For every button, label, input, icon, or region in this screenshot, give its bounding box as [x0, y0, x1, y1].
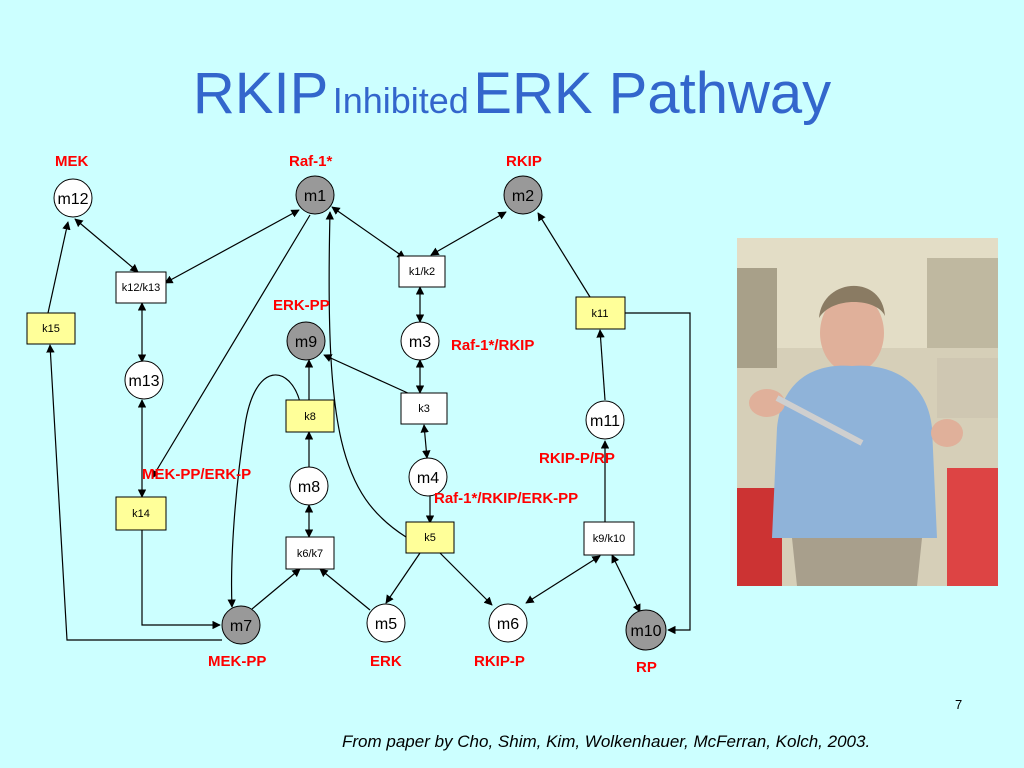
edge-k1k2-m2 — [430, 211, 507, 256]
reaction-k5[interactable]: k5 — [405, 521, 455, 554]
reaction-k8-label: k8 — [304, 411, 316, 423]
node-m5[interactable]: m5 — [366, 603, 406, 643]
node-m6[interactable]: m6 — [488, 603, 528, 643]
node-m6-label: m6 — [497, 616, 519, 633]
edge-k5-m5 — [385, 552, 421, 604]
node-m3[interactable]: m3 — [400, 321, 440, 361]
reaction-k12k13[interactable]: k12/k13 — [115, 271, 167, 304]
node-m12-label: m12 — [57, 191, 88, 208]
edge-k12k13-m12 — [74, 218, 139, 273]
reaction-k14[interactable]: k14 — [115, 496, 167, 531]
title-erk-pathway: ERK Pathway — [473, 61, 832, 126]
reaction-k3[interactable]: k3 — [400, 392, 448, 425]
node-m7[interactable]: m7 — [221, 605, 261, 645]
node-m11-label: m11 — [590, 413, 620, 430]
title-inhibited: Inhibited — [332, 80, 469, 121]
node-m10[interactable]: m10 — [625, 609, 667, 651]
edge-k9k10-m10 — [611, 554, 641, 613]
node-m8[interactable]: m8 — [289, 466, 329, 506]
pathway-edges — [46, 206, 691, 641]
label-erkpp: ERK-PP — [273, 297, 330, 314]
label-mek: MEK — [55, 153, 89, 170]
node-m5-label: m5 — [375, 616, 397, 633]
reaction-k5-label: k5 — [424, 532, 436, 544]
node-m2[interactable]: m2 — [503, 175, 543, 215]
reaction-k14-label: k14 — [132, 508, 150, 520]
reaction-k12k13-label: k12/k13 — [122, 282, 161, 294]
edge-m5-k6k7 — [319, 568, 371, 611]
node-m10-label: m10 — [630, 623, 661, 640]
researcher-photo-illustration — [737, 238, 998, 586]
reaction-k6k7[interactable]: k6/k7 — [285, 536, 335, 570]
edge-k12k13-m1 — [164, 209, 300, 284]
node-m4-label: m4 — [417, 470, 439, 487]
node-m4[interactable]: m4 — [408, 457, 448, 497]
reaction-k1k2[interactable]: k1/k2 — [398, 255, 446, 288]
node-m3-label: m3 — [409, 334, 431, 351]
reaction-k15-label: k15 — [42, 323, 60, 335]
node-m1[interactable]: m1 — [295, 175, 335, 215]
citation: From paper by Cho, Shim, Kim, Wolkenhaue… — [342, 732, 871, 751]
label-rkip: RKIP — [506, 153, 542, 170]
edge-m7-k6k7 — [251, 568, 301, 610]
node-m13-label: m13 — [128, 373, 159, 390]
species-labels: MEK Raf-1* RKIP ERK-PP Raf-1*/RKIP MEK-P… — [55, 153, 657, 676]
slide-title: RKIP Inhibited ERK Pathway — [0, 60, 1024, 127]
node-m7-label: m7 — [230, 618, 252, 635]
node-m2-label: m2 — [512, 188, 534, 205]
title-rkip: RKIP — [192, 61, 329, 126]
reaction-k11[interactable]: k11 — [575, 296, 626, 330]
label-erk: ERK — [370, 653, 402, 670]
edge-k5-m1 — [325, 211, 407, 538]
edge-k3-m4 — [420, 424, 431, 459]
label-raf1rkip: Raf-1*/RKIP — [451, 337, 534, 354]
researcher-photo — [737, 238, 998, 586]
reaction-k1k2-label: k1/k2 — [409, 266, 435, 278]
reaction-k8[interactable]: k8 — [285, 399, 335, 433]
node-m11[interactable]: m11 — [585, 400, 625, 440]
edge-m6-k9k10 — [525, 555, 601, 604]
reaction-k9k10[interactable]: k9/k10 — [583, 521, 635, 556]
edge-k1k2-m1 — [331, 206, 406, 259]
edge-k15-m12 — [47, 221, 71, 314]
edge-k3-m9 — [323, 354, 411, 395]
edge-k11-m10 — [625, 312, 691, 635]
reaction-k3-label: k3 — [418, 403, 430, 415]
reaction-k11-label: k11 — [592, 308, 609, 320]
reaction-k6k7-label: k6/k7 — [297, 548, 323, 560]
node-m1-label: m1 — [304, 188, 326, 205]
label-mekpp: MEK-PP — [208, 653, 266, 670]
edge-m7-k15-m12 — [46, 344, 222, 641]
node-m8-label: m8 — [298, 479, 320, 496]
slide-number: 7 — [955, 697, 963, 712]
reaction-boxes: k1/k2 k3 k5 k6/k7 k8 k9/k10 — [26, 255, 635, 570]
edge-m11-k11 — [596, 329, 606, 401]
edge-k11-m2 — [537, 212, 591, 298]
edge-m1-k13 — [151, 214, 311, 479]
label-rp: RP — [636, 659, 657, 676]
species-nodes: m1 m2 m3 m4 m5 m6 — [53, 175, 667, 651]
edge-k8-m7 — [227, 374, 301, 608]
reaction-k15[interactable]: k15 — [26, 312, 76, 345]
edge-k14-m7 — [141, 530, 221, 630]
edge-k5-m6 — [439, 552, 493, 606]
node-m13[interactable]: m13 — [124, 360, 164, 400]
node-m9[interactable]: m9 — [286, 321, 326, 361]
label-raf1rkiperkpp: Raf-1*/RKIP/ERK-PP — [434, 490, 578, 507]
label-raf1: Raf-1* — [289, 153, 333, 170]
node-m12[interactable]: m12 — [53, 178, 93, 218]
node-m9-label: m9 — [295, 334, 317, 351]
label-rkipp: RKIP-P — [474, 653, 525, 670]
reaction-k9k10-label: k9/k10 — [593, 533, 625, 545]
label-rkipprp: RKIP-P/RP — [539, 450, 615, 467]
label-mekpperkp: MEK-PP/ERK-P — [142, 466, 251, 483]
